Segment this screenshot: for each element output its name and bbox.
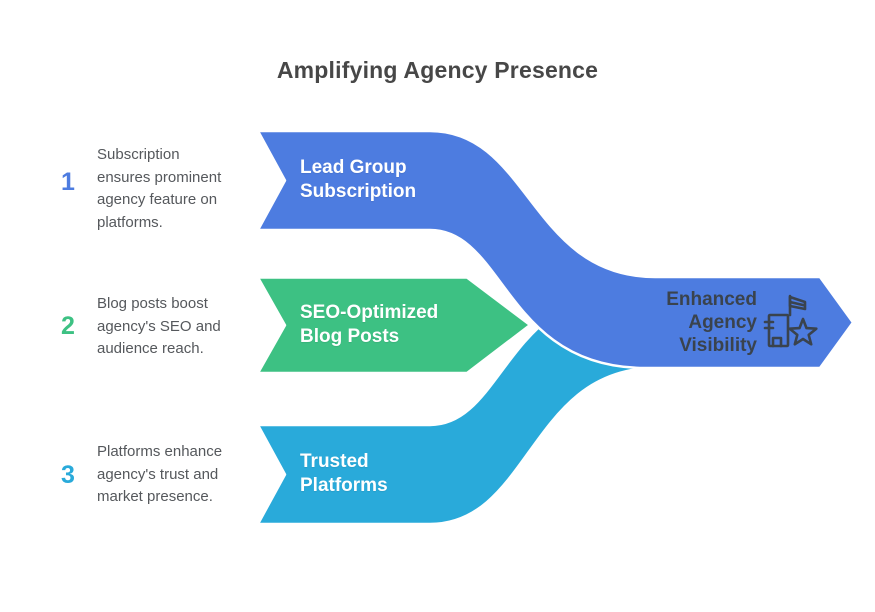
building-with-flag-and-star-icon xyxy=(763,294,818,348)
flag-icon xyxy=(788,295,807,311)
step-3-description: Platforms enhance agency's trust and mar… xyxy=(97,443,223,505)
step-1-number: 1 xyxy=(61,168,75,196)
result-label: Enhanced Agency Visibility xyxy=(666,289,757,356)
building-icon xyxy=(767,313,790,348)
building-door xyxy=(771,336,783,348)
step-2-number: 2 xyxy=(61,312,75,340)
building-ledge-lines xyxy=(763,320,775,330)
page-title: Amplifying Agency Presence xyxy=(276,57,599,83)
step-2-description: Blog posts boost agency's SEO and audien… xyxy=(97,295,221,357)
step-3-banner-label: Trusted Platforms xyxy=(300,451,388,496)
flow-band-lead-group-and-result-arrow xyxy=(256,129,855,370)
step-2-banner-label: SEO-Optimized Blog Posts xyxy=(300,302,439,347)
step-1-banner-label: Lead Group Subscription xyxy=(300,157,417,202)
flow-band-seo-blog-posts xyxy=(256,276,532,375)
step-3-number: 3 xyxy=(61,461,75,489)
step-1-description: Subscription ensures prominent agency fe… xyxy=(97,146,222,231)
star-icon xyxy=(788,317,818,346)
